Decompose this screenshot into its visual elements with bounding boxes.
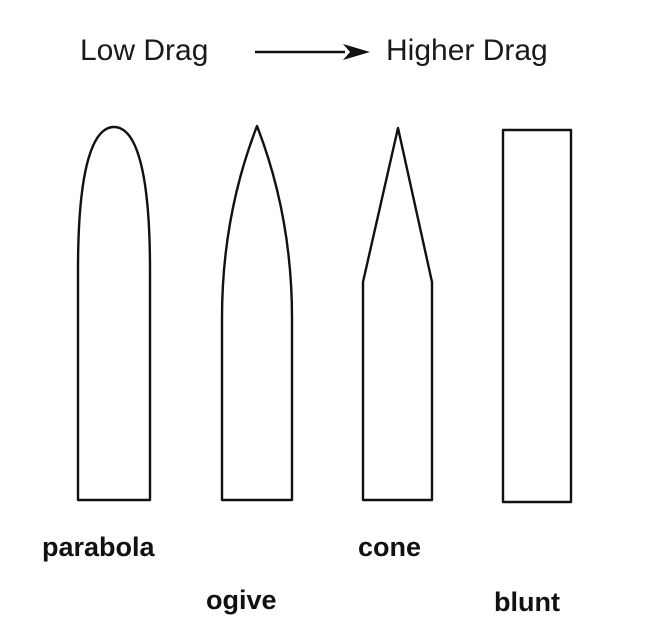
parabola-shape xyxy=(76,125,152,502)
blunt-shape xyxy=(501,128,573,504)
parabola-label: parabola xyxy=(42,532,156,562)
cone-label: cone xyxy=(358,532,421,562)
low-drag-label: Low Drag xyxy=(80,34,208,67)
blunt-label: blunt xyxy=(494,587,560,617)
ogive-shape xyxy=(220,124,294,502)
ogive-label: ogive xyxy=(206,585,277,615)
higher-drag-label: Higher Drag xyxy=(386,34,548,67)
drag-direction-arrow-icon xyxy=(255,44,370,60)
cone-shape xyxy=(361,126,434,502)
